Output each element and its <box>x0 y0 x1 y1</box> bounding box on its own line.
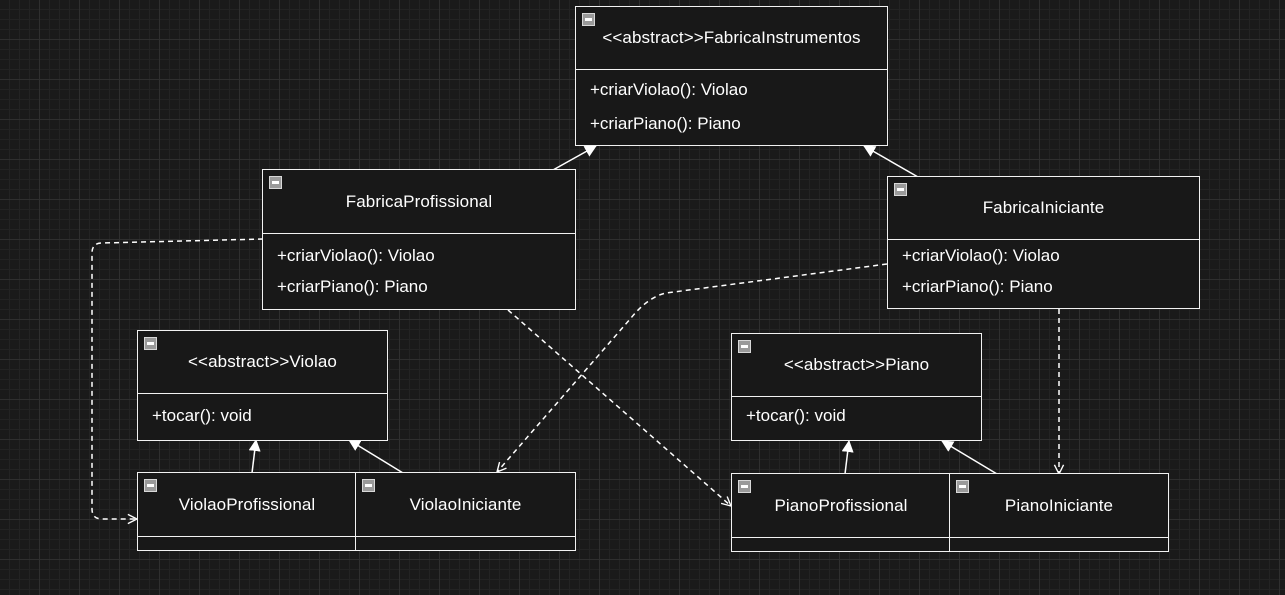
class-name: <<abstract>>Violao <box>188 352 337 371</box>
class-name: <<abstract>>Piano <box>783 355 930 374</box>
class-header: FabricaIniciante <box>888 177 1199 240</box>
class-violaoiniciante[interactable]: ViolaoIniciante <box>355 472 576 551</box>
class-name: PianoProfissional <box>774 495 908 515</box>
class-header: PianoProfissional <box>732 474 950 538</box>
class-name: FabricaIniciante <box>982 198 1105 217</box>
class-pianoiniciante[interactable]: PianoIniciante <box>949 473 1169 552</box>
method-row[interactable]: +criarPiano(): Piano <box>277 277 428 296</box>
collapse-icon[interactable] <box>582 13 595 26</box>
class-methods: +criarViolao(): Violao +criarPiano(): Pi… <box>576 70 887 141</box>
class-header: <<abstract>>FabricaInstrumentos <box>576 7 887 70</box>
method-row[interactable]: +criarViolao(): Violao <box>902 245 1060 265</box>
class-header: FabricaProfissional <box>263 170 575 234</box>
inheritance-violaoprofissional-to-violao[interactable] <box>248 439 261 474</box>
class-name: ViolaoProfissional <box>178 494 316 514</box>
inheritance-violaoiniciante-to-violao[interactable] <box>348 439 404 474</box>
class-name: ViolaoIniciante <box>409 494 522 514</box>
class-header: ViolaoProfissional <box>138 473 356 537</box>
class-violaoprofissional[interactable]: ViolaoProfissional <box>137 472 357 551</box>
method-row[interactable]: +criarPiano(): Piano <box>590 114 741 133</box>
collapse-icon[interactable] <box>269 176 282 189</box>
method-row[interactable]: +criarViolao(): Violao <box>277 246 435 265</box>
collapse-icon[interactable] <box>362 479 375 492</box>
class-header: <<abstract>>Violao <box>138 331 387 394</box>
collapse-icon[interactable] <box>144 337 157 350</box>
collapse-icon[interactable] <box>894 183 907 196</box>
collapse-icon[interactable] <box>956 480 969 493</box>
class-methods: +tocar(): void <box>732 397 981 432</box>
inheritance-fabricainiciante-to-fabricainstrumentos[interactable] <box>863 145 919 178</box>
class-pianoprofissional[interactable]: PianoProfissional <box>731 473 951 552</box>
class-header: <<abstract>>Piano <box>732 334 981 397</box>
class-fabricainiciante[interactable]: FabricaIniciante +criarViolao(): Violao … <box>887 176 1200 309</box>
class-header: PianoIniciante <box>950 474 1168 538</box>
class-methods: +criarViolao(): Violao +criarPiano(): Pi… <box>888 240 1199 302</box>
class-piano[interactable]: <<abstract>>Piano +tocar(): void <box>731 333 982 441</box>
method-row[interactable]: +tocar(): void <box>746 406 846 425</box>
class-methods: +tocar(): void <box>138 394 387 432</box>
collapse-icon[interactable] <box>738 480 751 493</box>
class-name: PianoIniciante <box>1004 495 1114 515</box>
inheritance-fabricaprofissional-to-fabricainstrumentos[interactable] <box>552 145 597 171</box>
class-fabricaprofissional[interactable]: FabricaProfissional +criarViolao(): Viol… <box>262 169 576 310</box>
class-name: FabricaProfissional <box>345 191 493 211</box>
class-name: <<abstract>>FabricaInstrumentos <box>602 28 861 47</box>
inheritance-pianoiniciante-to-piano[interactable] <box>941 440 998 475</box>
class-violao[interactable]: <<abstract>>Violao +tocar(): void <box>137 330 388 441</box>
collapse-icon[interactable] <box>738 340 751 353</box>
collapse-icon[interactable] <box>144 479 157 492</box>
class-methods: +criarViolao(): Violao +criarPiano(): Pi… <box>263 234 575 302</box>
class-header: ViolaoIniciante <box>356 473 575 537</box>
method-row[interactable]: +criarPiano(): Piano <box>902 276 1053 296</box>
method-row[interactable]: +criarViolao(): Violao <box>590 80 748 99</box>
inheritance-pianoprofissional-to-piano[interactable] <box>841 440 854 475</box>
class-fabricainstrumentos[interactable]: <<abstract>>FabricaInstrumentos +criarVi… <box>575 6 888 146</box>
method-row[interactable]: +tocar(): void <box>152 406 252 425</box>
